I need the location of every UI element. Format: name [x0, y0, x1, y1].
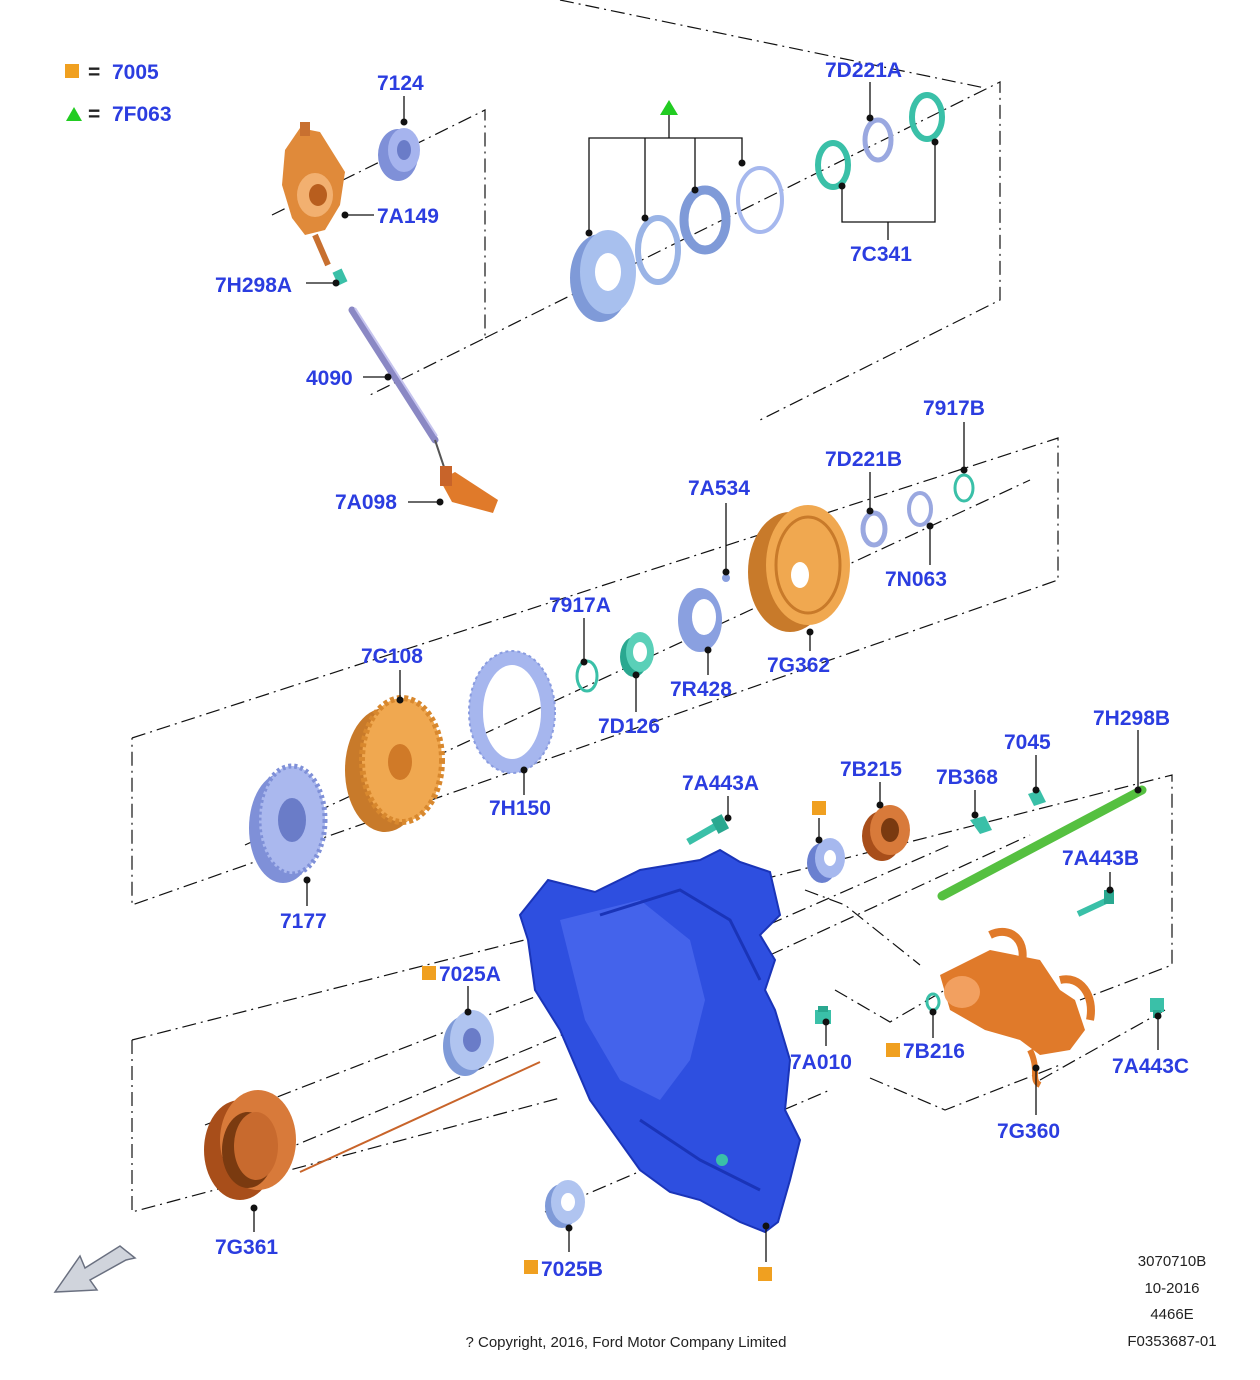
part-7R428-bearing-icon — [678, 588, 722, 652]
callout-7G362: 7G362 — [767, 654, 830, 677]
ref-line-1: 3070710B — [1138, 1253, 1206, 1270]
leader-lines — [250, 82, 1162, 1262]
part-7N063-washer-icon — [907, 491, 933, 527]
callout-4090: 4090 — [306, 367, 353, 390]
legend-equals: = — [88, 61, 100, 84]
part-7A534-ball-icon — [722, 574, 730, 582]
case-group-parts — [204, 785, 1164, 1234]
callout-7R428: 7R428 — [670, 678, 732, 701]
orange-square-marker-icon — [758, 1267, 772, 1281]
bearing-seal-parts — [570, 92, 945, 322]
part-7A098-lever-icon — [440, 466, 498, 513]
part-7D126-bushing-icon — [620, 632, 654, 677]
callout-7B368: 7B368 — [936, 766, 998, 789]
callout-7G360: 7G360 — [997, 1120, 1060, 1143]
part-7B368-clip-icon — [970, 816, 992, 834]
ref-line-4: F0353687-01 — [1127, 1333, 1216, 1350]
callout-7917A: 7917A — [549, 594, 611, 617]
legend-code-7005: 7005 — [112, 61, 159, 84]
callout-7A534: 7A534 — [688, 477, 750, 500]
callout-7177: 7177 — [280, 910, 327, 933]
callout-7D221B: 7D221B — [825, 448, 902, 471]
part-7C108-gear-icon — [345, 695, 445, 832]
part-7917B-snap-ring-icon — [953, 473, 975, 503]
legend: = 7005 = 7F063 — [65, 61, 172, 126]
callout-7N063: 7N063 — [885, 568, 947, 591]
part-7A443A-bolt-icon — [686, 814, 730, 846]
part-7H298B-rod-icon — [937, 785, 1147, 901]
part-bearing-race-icon — [635, 215, 681, 285]
legend-orange-square-icon — [65, 64, 79, 78]
callout-7025B: 7025B — [541, 1258, 603, 1281]
part-7G360-actuator-icon — [940, 927, 1095, 1088]
callout-7H298B: 7H298B — [1093, 707, 1170, 730]
part-snap-ring-icon — [736, 166, 784, 234]
orange-square-marker-icon — [524, 1260, 538, 1274]
callout-7917B: 7917B — [923, 397, 985, 420]
callout-7A010: 7A010 — [790, 1051, 852, 1074]
callout-7D126: 7D126 — [598, 715, 660, 738]
part-7H150-ring-icon — [468, 650, 556, 774]
part-7B215-bushing-icon — [807, 838, 845, 883]
callout-7A149: 7A149 — [377, 205, 439, 228]
part-7025B-seal-icon — [545, 1180, 585, 1228]
callout-7A098: 7A098 — [335, 491, 397, 514]
part-copper-seal-icon — [862, 805, 910, 861]
part-4090-rod-icon — [348, 306, 439, 444]
part-7D221A-washer-icon — [862, 117, 894, 163]
label-markers — [422, 966, 900, 1281]
gear-train-parts — [249, 473, 975, 883]
bracket-7F063-triangle-icon — [660, 100, 678, 115]
callout-7124: 7124 — [377, 72, 424, 95]
callout-7H298A: 7H298A — [215, 274, 292, 297]
callout-7C108: 7C108 — [361, 645, 423, 668]
part-7D221B-washer-icon — [860, 510, 888, 548]
part-7177-gear-icon — [249, 763, 328, 883]
shift-assembly-parts — [282, 122, 498, 513]
copyright-notice: ? Copyright, 2016, Ford Motor Company Li… — [466, 1334, 787, 1351]
part-7C341-seal-upper-icon — [909, 92, 945, 142]
part-bearing-cage-icon — [679, 185, 731, 255]
direction-arrow-icon — [53, 1245, 137, 1293]
ref-line-3: 4466E — [1150, 1306, 1193, 1323]
part-7A149-shift-plate-icon — [282, 122, 345, 267]
part-7A443B-bolt-icon — [1076, 890, 1114, 917]
callout-7045: 7045 — [1004, 731, 1051, 754]
callout-7C341: 7C341 — [850, 243, 912, 266]
legend-equals: = — [88, 103, 100, 126]
part-7C341-seal-lower-icon — [815, 140, 851, 190]
part-sensor-wire-icon — [299, 1061, 541, 1173]
callout-7A443B: 7A443B — [1062, 847, 1139, 870]
callout-7D221A: 7D221A — [825, 59, 902, 82]
callout-7H150: 7H150 — [489, 797, 551, 820]
legend-green-triangle-icon — [66, 107, 82, 121]
orange-square-marker-icon — [886, 1043, 900, 1057]
part-7025A-bearing-icon — [443, 1010, 494, 1076]
callout-7A443A: 7A443A — [682, 772, 759, 795]
callout-7B215: 7B215 — [840, 758, 902, 781]
orange-square-marker-icon — [812, 801, 826, 815]
callout-7B216: 7B216 — [903, 1040, 965, 1063]
callout-7G361: 7G361 — [215, 1236, 278, 1259]
orange-square-marker-icon — [422, 966, 436, 980]
footer: 3070710B 10-2016 4466E F0353687-01 ? Cop… — [466, 1253, 1217, 1351]
callout-7025A: 7025A — [439, 963, 501, 986]
part-7G361-ring-icon — [204, 1090, 296, 1200]
ref-line-2: 10-2016 — [1144, 1280, 1199, 1297]
part-7045-clip-icon — [1028, 790, 1046, 806]
part-bearing-large-icon — [570, 230, 636, 322]
part-7124-gear-icon — [378, 128, 420, 181]
part-7G362-sprocket-icon — [748, 505, 850, 632]
callout-7A443C: 7A443C — [1112, 1055, 1189, 1078]
part-7H298A-clip-icon — [332, 268, 348, 286]
callout-labels: 7124 7A149 7H298A 4090 7A098 7D221A 7C34… — [215, 59, 1189, 1281]
legend-code-7F063: 7F063 — [112, 103, 172, 126]
